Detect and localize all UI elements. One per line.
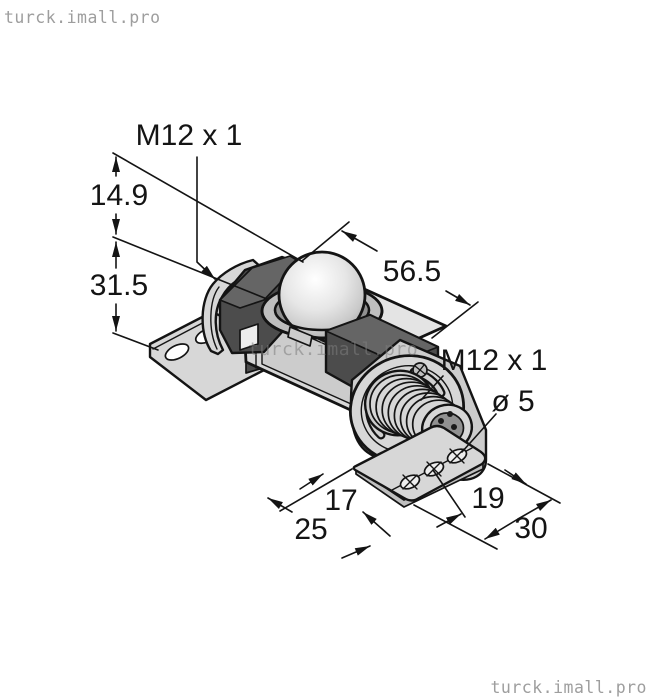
leader-hole-diameter — [461, 413, 497, 453]
plate-hole-crossed — [423, 461, 445, 477]
dim-label-thread-top: M12 x 1 — [135, 119, 243, 152]
dim-label-thread-connector: M12 x 1 — [440, 344, 548, 377]
left-bracket-hole — [164, 343, 190, 361]
dim-label-height-top: 14.9 — [89, 179, 149, 212]
right-bracket-plate — [352, 424, 487, 508]
dim-label-25: 25 — [294, 513, 328, 546]
leader-thread-top — [196, 156, 216, 280]
dim-label-hole-diameter: ø 5 — [491, 385, 535, 418]
leader-thread-connector — [420, 375, 444, 401]
dimension-lines — [112, 152, 561, 559]
watermark-center: turck.imall.pro — [248, 339, 419, 360]
plate-hole-crossed — [399, 474, 421, 490]
dim-label-17: 17 — [324, 484, 358, 517]
watermark-top-left: turck.imall.pro — [4, 8, 161, 27]
dim-label-height-side: 31.5 — [89, 269, 149, 302]
dim-label-19: 19 — [471, 482, 505, 515]
watermark-bottom-right: turck.imall.pro — [490, 678, 647, 697]
flange-screw — [412, 362, 428, 378]
dim-label-length: 56.5 — [382, 255, 442, 288]
dim-label-30: 30 — [514, 512, 548, 545]
